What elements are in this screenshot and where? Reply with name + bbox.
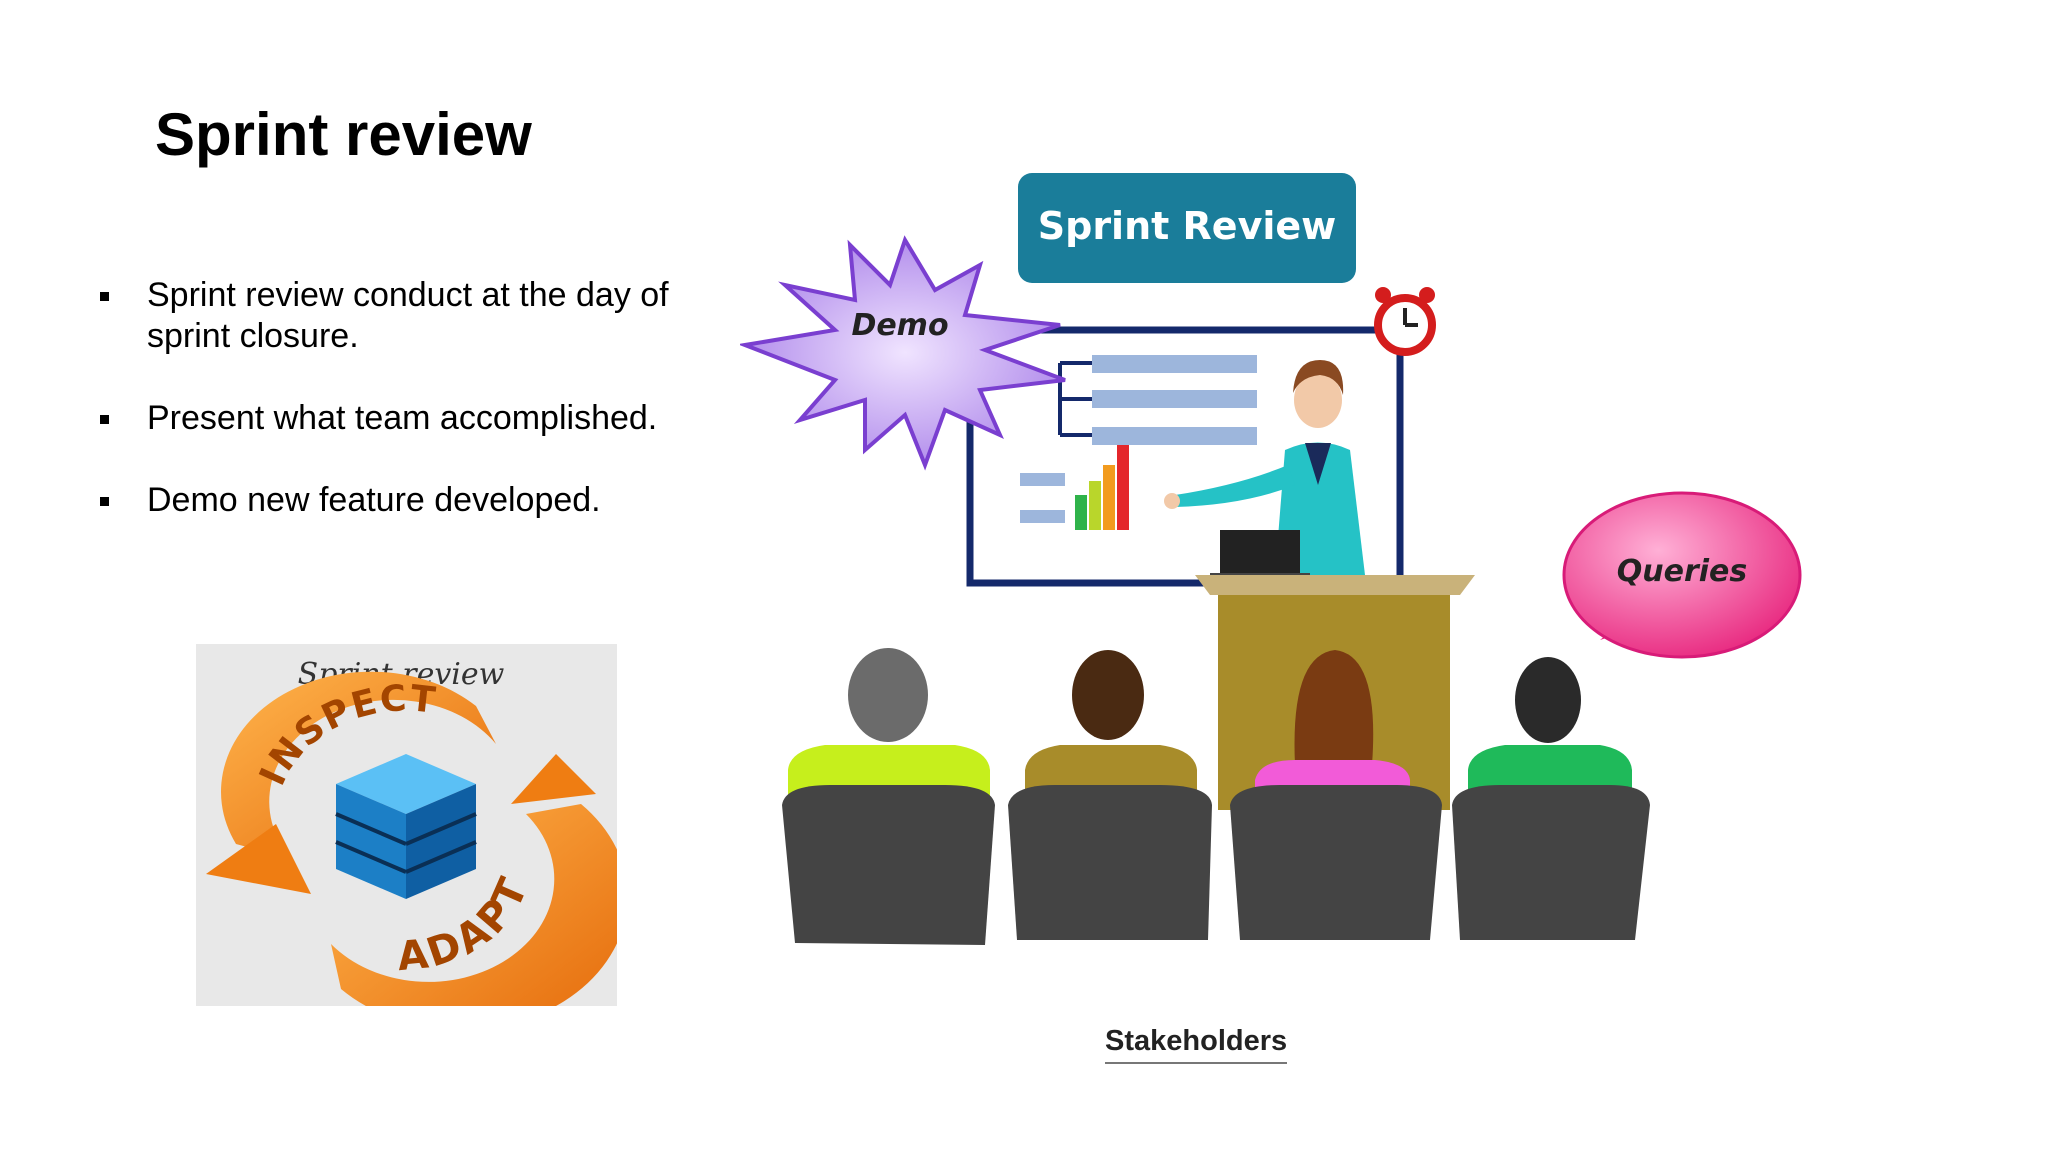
product-cube-icon [335,754,477,899]
demo-label: Demo [851,308,948,343]
audience-member [1230,650,1442,940]
adapt-arrow [331,804,617,1006]
queries-speech-bubble [1562,491,1802,659]
stakeholders-label: Stakeholders [1105,1025,1288,1064]
bullet-item: Sprint review conduct at the day of spri… [100,275,700,357]
queries-label: Queries [1617,554,1748,589]
board-list-graphic [1020,355,1257,523]
slide-title: Sprint review [155,101,532,168]
bullet-square-icon [100,415,109,424]
inspect-arrowhead-icon [206,824,311,894]
inspect-adapt-cycle-image: Sprint review INSPECT ADAPT [196,644,617,1006]
audience-member [1008,650,1212,940]
bullet-item: Demo new feature developed. [100,480,700,521]
bullet-list: Sprint review conduct at the day of spri… [100,275,700,562]
laptop-icon [1210,530,1310,581]
bullet-square-icon [100,497,109,506]
bullet-item: Present what team accomplished. [100,398,700,439]
audience-member [782,648,995,945]
banner-label: Sprint Review [1038,204,1337,248]
audience-member [1452,657,1650,940]
sprint-review-meeting-illustration: Sprint Review Demo Queries [737,165,1830,1075]
bullet-text: Sprint review conduct at the day of spri… [147,276,669,355]
bullet-text: Demo new feature developed. [147,481,601,519]
inspect-arrow [221,671,496,859]
sprint-review-banner [1018,173,1356,283]
bullet-text: Present what team accomplished. [147,399,658,437]
adapt-arrowhead-icon [511,754,596,804]
alarm-clock-icon [1374,287,1436,356]
demo-burst [737,235,1066,471]
bar-chart-icon [1075,445,1129,530]
bullet-square-icon [100,292,109,301]
